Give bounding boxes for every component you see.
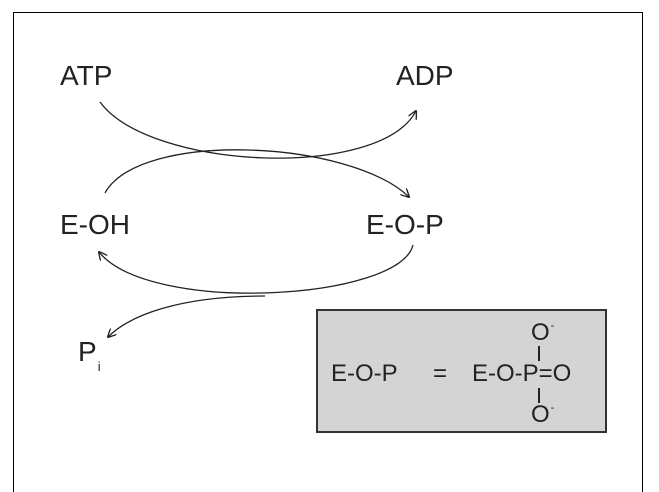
bottom-oxygen-charge: - <box>550 402 555 414</box>
eop-to-eoh-arrow <box>99 244 414 294</box>
bottom-oxygen-symbol: O <box>531 401 550 428</box>
atp-label: ATP <box>60 60 113 91</box>
eoh-to-eop-arrow <box>104 149 409 197</box>
pi-subscript: i <box>97 359 101 374</box>
enzyme-hydroxyl-label: E-OH <box>60 209 130 240</box>
pi-main-text: P <box>78 336 97 367</box>
phosphate-structure-box: E-O-P = E-O-P=O O- O- <box>316 309 607 433</box>
bottom-oxygen: O- <box>531 403 554 427</box>
diagram-frame <box>13 12 643 492</box>
equals-sign: = <box>433 360 448 387</box>
top-bond-line <box>538 346 540 361</box>
adp-label: ADP <box>396 60 454 91</box>
top-oxygen-symbol: O <box>531 319 550 346</box>
bottom-bond-line <box>538 388 540 403</box>
eop-formula-expanded: E-O-P=O <box>472 360 572 387</box>
top-oxygen-charge: - <box>550 320 555 332</box>
atp-to-adp-arrow <box>99 101 416 159</box>
top-oxygen: O- <box>531 321 554 345</box>
release-pi-arrow <box>108 295 266 337</box>
inorganic-phosphate-label: Pi <box>78 336 101 374</box>
eop-formula-left: E-O-P <box>331 360 398 387</box>
phosphoenzyme-label: E-O-P <box>366 209 444 240</box>
